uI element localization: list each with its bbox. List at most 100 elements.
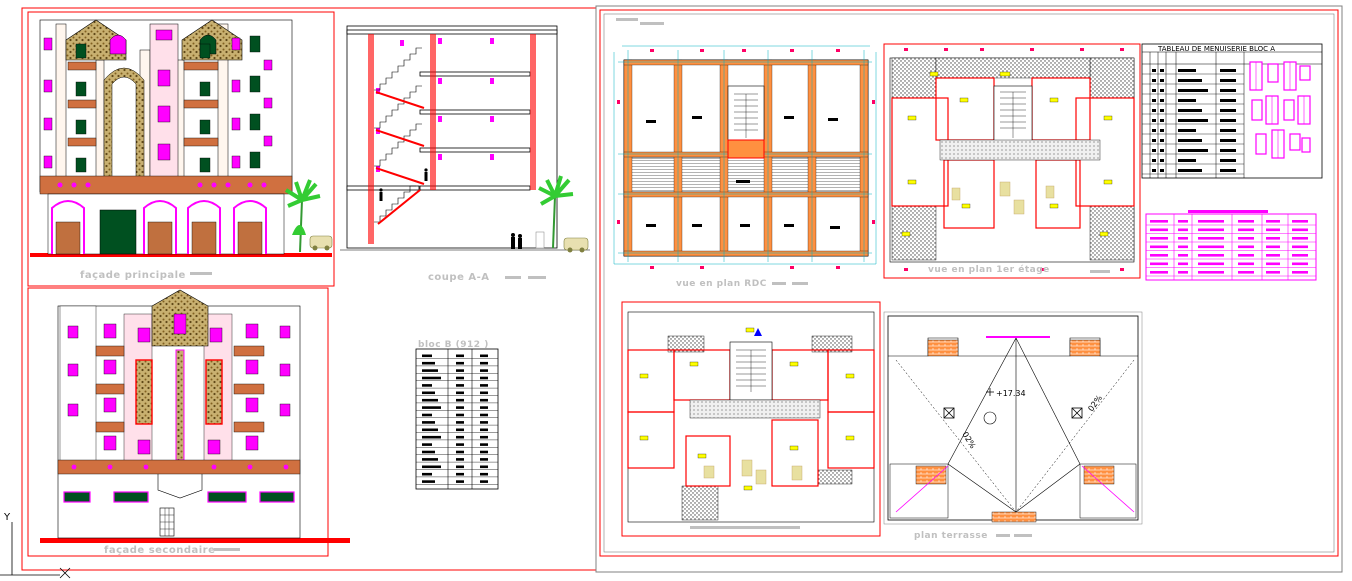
table-cell — [480, 361, 488, 365]
table-cell — [422, 413, 432, 417]
table-cell — [480, 413, 488, 417]
table-cell — [1220, 109, 1236, 112]
table-cell — [1292, 262, 1308, 266]
table-cell — [480, 472, 488, 476]
surface-rows — [1145, 214, 1317, 280]
table-cell — [456, 428, 464, 432]
surface-table — [1145, 210, 1317, 281]
table-cell — [1266, 271, 1280, 274]
table-cell — [422, 480, 435, 483]
table-cell — [1198, 237, 1224, 240]
table-cell — [456, 376, 464, 380]
table-cell — [1178, 149, 1208, 152]
level-marker-icon — [983, 388, 997, 425]
plan-1er-panel: vue en plan 1er étage — [883, 43, 1141, 279]
table-cell — [456, 465, 464, 469]
table-cell — [1160, 149, 1164, 152]
table-cell — [1178, 89, 1208, 92]
table-cell — [456, 384, 464, 387]
coupe-title: coupe A-A — [428, 272, 489, 283]
car-icon — [309, 235, 333, 251]
tree-icon — [535, 175, 574, 249]
table-cell — [1160, 139, 1164, 142]
table-cell — [1150, 220, 1168, 223]
table-cell — [480, 376, 488, 380]
table-cell — [1178, 109, 1202, 112]
table-cell — [456, 369, 464, 372]
table-cell — [1150, 245, 1168, 249]
table-cell — [456, 421, 464, 424]
table-cell — [1152, 109, 1156, 112]
table-cell — [456, 458, 464, 461]
table-cell — [1198, 220, 1224, 223]
table-cell — [1160, 119, 1164, 122]
bloc-b-table: bloc B (912 ) — [415, 340, 499, 490]
menuiserie-title: TABLEAU DE MENUISERIE BLOC A — [1157, 45, 1275, 53]
table-cell — [1220, 169, 1236, 172]
table-cell — [422, 369, 438, 372]
table-cell — [1238, 262, 1254, 266]
table-cell — [456, 406, 464, 409]
table-cell — [456, 398, 464, 402]
table-cell — [1152, 159, 1156, 162]
table-cell — [422, 398, 438, 402]
table-cell — [480, 406, 488, 409]
table-cell — [456, 472, 464, 476]
facade-principale-panel: façade principale — [27, 11, 335, 287]
facade-secondaire-panel: façade secondaire — [27, 287, 350, 557]
table-cell — [1152, 169, 1156, 172]
table-cell — [1266, 262, 1280, 266]
coupe-panel: coupe A-A — [340, 25, 590, 283]
plan-rdc-panel: vue en plan RDC — [613, 45, 877, 289]
table-cell — [456, 480, 464, 483]
table-cell — [1152, 89, 1156, 92]
table-cell — [1238, 245, 1254, 249]
table-cell — [1178, 169, 1202, 172]
table-cell — [422, 384, 432, 387]
table-cell — [480, 465, 488, 469]
table-cell — [1220, 129, 1236, 132]
table-cell — [1238, 271, 1254, 274]
table-cell — [1198, 228, 1224, 232]
table-cell — [1220, 149, 1236, 152]
table-cell — [1238, 228, 1254, 232]
table-cell — [422, 361, 435, 365]
table-cell — [1238, 254, 1254, 257]
table-cell — [1160, 169, 1164, 172]
table-cell — [422, 465, 441, 469]
facade-principale-title: façade principale — [80, 270, 186, 281]
table-cell — [1178, 220, 1188, 223]
right-sheet: vue en plan RDC — [595, 5, 1343, 573]
table-cell — [1152, 119, 1156, 122]
table-cell — [422, 391, 435, 395]
table-cell — [1178, 262, 1188, 266]
table-cell — [1160, 89, 1164, 92]
table-cell — [1292, 220, 1308, 223]
table-cell — [1220, 159, 1236, 162]
facade-secondaire-title: façade secondaire — [104, 545, 215, 556]
table-cell — [1266, 237, 1280, 240]
table-cell — [1160, 109, 1164, 112]
table-cell — [1198, 254, 1224, 257]
table-cell — [1178, 99, 1196, 102]
table-cell — [1178, 139, 1202, 142]
table-cell — [456, 435, 464, 439]
table-cell — [1152, 79, 1156, 82]
table-cell — [1220, 119, 1236, 122]
table-cell — [1150, 271, 1168, 274]
table-cell — [1292, 228, 1308, 232]
table-cell — [1178, 119, 1208, 122]
table-cell — [480, 369, 488, 372]
table-cell — [1178, 159, 1196, 162]
menuiserie-rows — [1142, 69, 1244, 175]
table-cell — [1178, 254, 1188, 257]
table-cell — [1220, 79, 1236, 82]
table-cell — [480, 435, 488, 439]
table-cell — [1152, 139, 1156, 142]
table-cell — [1152, 129, 1156, 132]
plan-rdc-title: vue en plan RDC — [676, 279, 767, 289]
ucs-axis-icon: Y — [0, 512, 71, 579]
table-cell — [422, 428, 438, 432]
table-cell — [1152, 149, 1156, 152]
